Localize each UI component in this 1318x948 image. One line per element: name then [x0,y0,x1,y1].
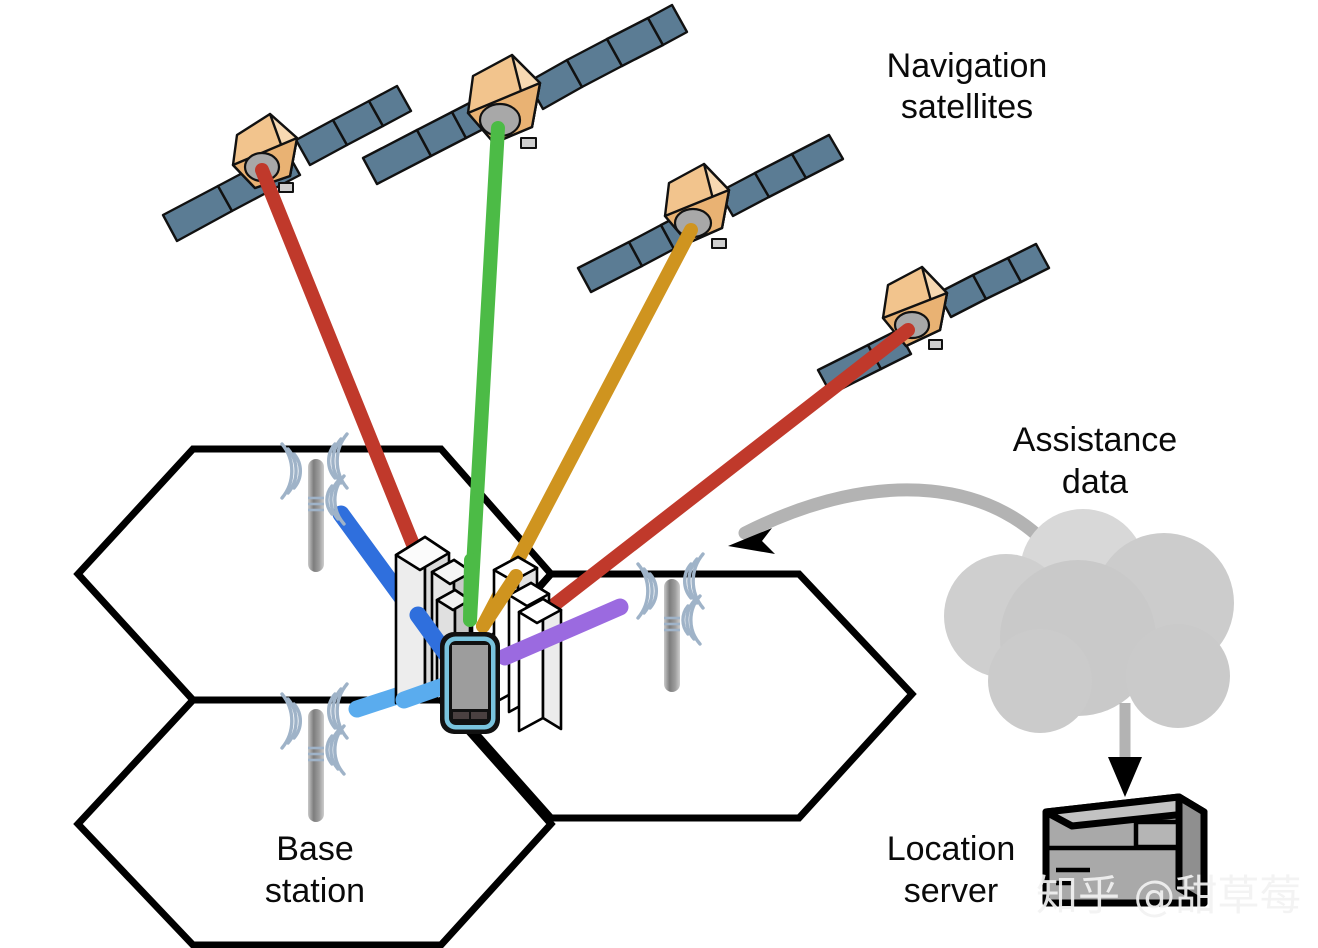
assistance-data-arrow [738,483,1067,567]
antenna-mast [308,709,324,822]
mast-rungs [308,746,324,762]
building-6 [517,597,563,733]
location-server-box[interactable] [1042,793,1208,907]
label-location-server-line1: Location [887,830,1016,868]
base-station-lower-left[interactable] [280,682,349,822]
satellite-3[interactable] [576,133,845,294]
uplink-purple[interactable] [496,598,629,666]
watermark: 知乎 @甜草莓 [1036,871,1301,920]
signal-beam-tips [463,553,523,633]
mast-rungs [664,616,680,632]
label-assistance-data-line1: Assistance [1013,421,1177,459]
signal-line-sat2[interactable] [463,121,505,627]
mast-rungs [308,496,324,512]
label-base-station-line1: Base [276,830,354,868]
phone-button-left[interactable] [453,712,469,719]
label-base-station-line2: station [265,872,365,910]
radio-wave-icon [280,432,349,526]
radio-wave-icon [280,682,349,776]
signal-tip-green [463,553,478,627]
phone-screen [452,645,488,709]
label-assistance-data-line2: data [1062,463,1128,501]
satellite-2[interactable] [361,3,689,186]
label-navigation-satellites-line1: Navigation [887,47,1048,85]
base-station-upper-left[interactable] [280,432,349,572]
base-station-right[interactable] [636,552,705,692]
radio-wave-icon [636,552,705,646]
label-location-server-line2: server [904,872,998,910]
signal-line-sat4[interactable] [538,323,915,619]
signal-tip-gold [476,569,523,633]
antenna-mast [664,579,680,692]
user-equipment-phone[interactable] [440,632,500,734]
label-navigation-satellites-line2: satellites [901,88,1033,126]
phone-button-right[interactable] [471,712,487,719]
signal-line-sat1[interactable] [255,163,421,554]
assistance-arrow-head [728,528,775,554]
assistance-data-cloud[interactable] [944,509,1234,733]
cloud-to-server-arrow [1108,703,1142,797]
antenna-mast [308,459,324,572]
